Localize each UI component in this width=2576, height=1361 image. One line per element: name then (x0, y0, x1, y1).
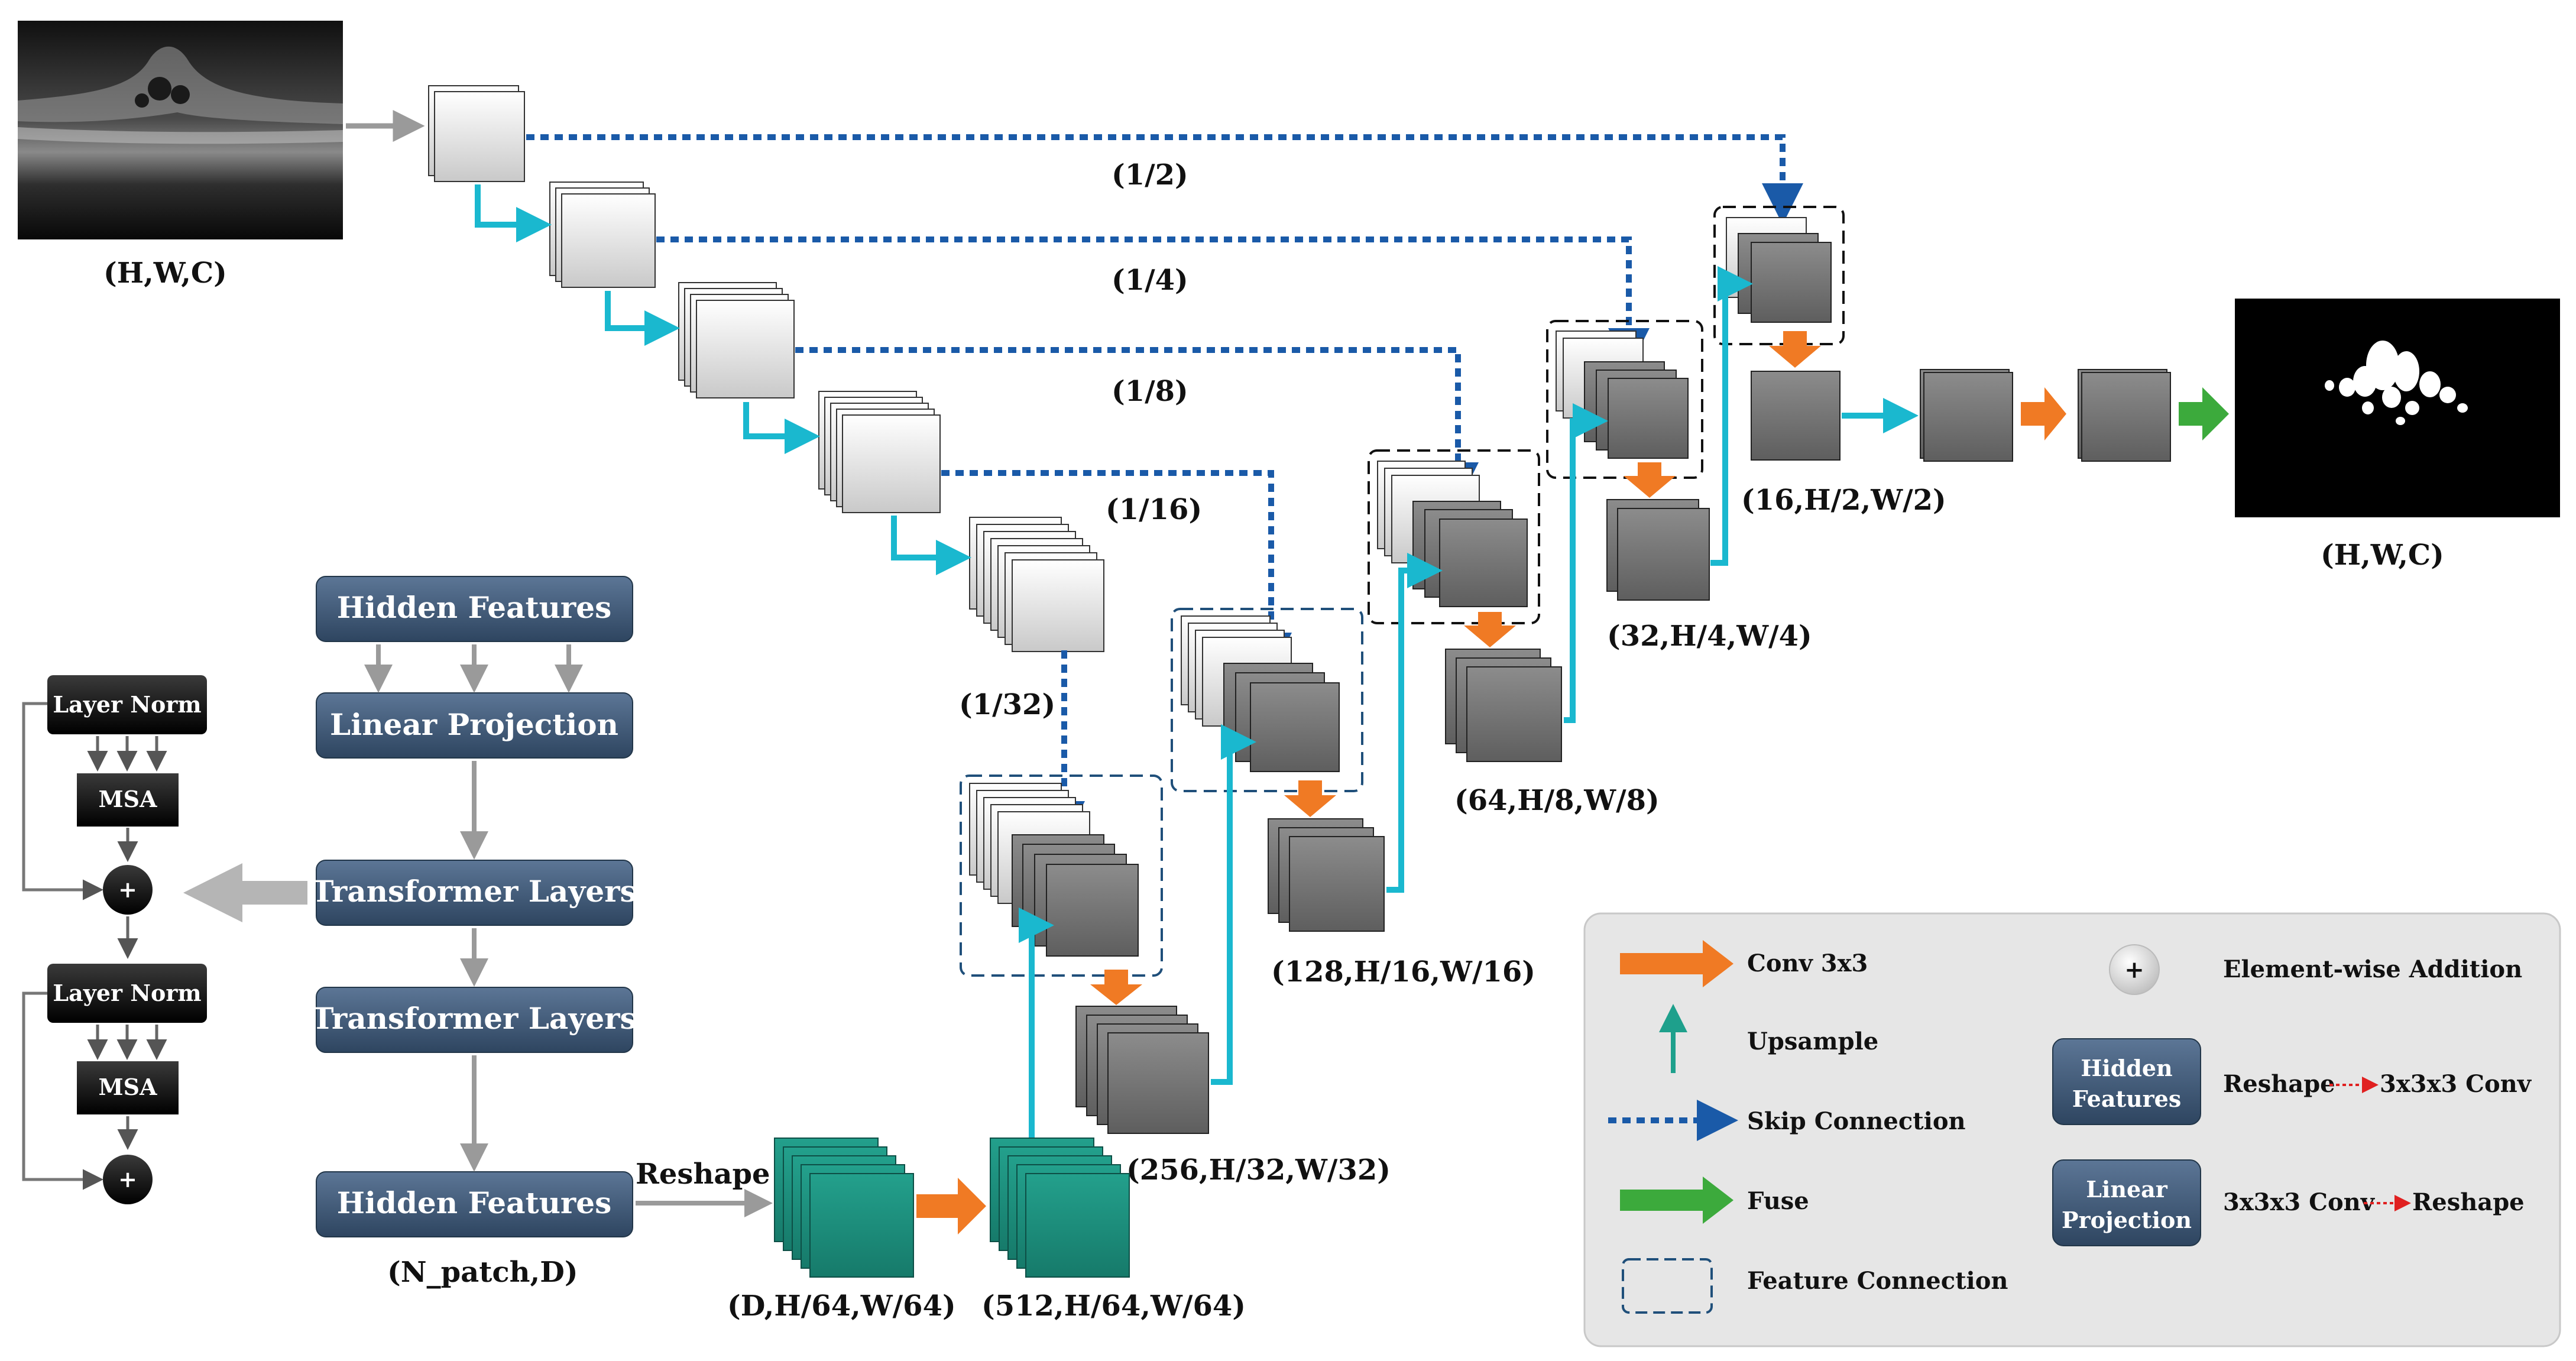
svg-text:Transformer Layers: Transformer Layers (312, 874, 636, 909)
input-oct-image (18, 21, 343, 239)
decoder-stack-64 (1445, 649, 1562, 762)
dec-64-label: (64,H/8,W/8) (1454, 784, 1660, 817)
conv-arrow-head (2021, 387, 2066, 440)
legend-feature-connection-label: Feature Connection (1747, 1267, 2008, 1295)
hidden-features-bottom-block: Hidden Features (316, 1171, 633, 1237)
svg-text:+: + (118, 876, 137, 903)
n-patch-label: (N_patch,D) (387, 1256, 578, 1289)
reshape-label: Reshape (636, 1158, 770, 1191)
skip-connection-1-4 (656, 236, 1650, 370)
svg-text:Linear: Linear (2086, 1176, 2168, 1203)
bottleneck-feature-512 (990, 1138, 1130, 1278)
conv-arrow-1-16 (1284, 780, 1336, 817)
output-segmentation-mask (2235, 299, 2560, 517)
legend-fuse-icon (1620, 1177, 1733, 1224)
upsample-arrow-32 (1710, 266, 1753, 566)
scale-label-1-2: (1/2) (1112, 158, 1188, 192)
fusion-group-1-2 (1713, 206, 1845, 345)
conv-arrow-1-32 (1090, 970, 1142, 1005)
fusion-group-1-32 (960, 775, 1163, 977)
legend-fuse-label: Fuse (1747, 1187, 1809, 1215)
head-stack-2 (2078, 369, 2171, 462)
dec-256-label: (256,H/32,W/32) (1126, 1153, 1391, 1187)
skip-connection-1-16 (941, 470, 1292, 674)
skip-connection-1-8 (795, 347, 1479, 504)
upsample-arrow-512 (1019, 908, 1054, 1152)
legend-feature-connection-icon (1622, 1258, 1713, 1314)
transformer-layers-block-1: Transformer Layers (312, 860, 637, 926)
decoder-stack-32 (1606, 499, 1710, 601)
input-size-label: (H,W,C) (103, 257, 227, 290)
encoder-stack-4 (818, 391, 941, 513)
upsample-arrow-64 (1564, 403, 1608, 723)
transformer-layers-block-2: Transformer Layers (312, 987, 637, 1053)
legend-linear-desc-right: Reshape (2412, 1188, 2525, 1216)
upsample-arrow-256 (1211, 724, 1256, 1085)
upsample-arrow-128 (1386, 553, 1443, 893)
conv-arrow-bottleneck (916, 1178, 986, 1234)
svg-text:Hidden Features: Hidden Features (337, 590, 611, 625)
conv-arrow-1-2 (1769, 331, 1821, 368)
svg-text:MSA: MSA (99, 1074, 158, 1100)
dec-128-label: (128,H/16,W/16) (1271, 955, 1535, 989)
bottleneck-feature-d (774, 1138, 914, 1278)
dec-16-label: (16,H/2,W/2) (1741, 484, 1946, 517)
legend-linear-projection-icon: Linear Projection (2052, 1159, 2201, 1246)
feat-d-label: (D,H/64,W/64) (727, 1289, 956, 1323)
legend-add-symbol: + (2124, 956, 2144, 984)
conv-arrow-1-4 (1624, 462, 1676, 498)
scale-label-1-8: (1/8) (1112, 375, 1188, 408)
down-arrow-4 (891, 516, 971, 575)
legend-panel: Conv 3x3 Upsample Skip Connection Fuse F… (1583, 912, 2561, 1347)
layer-detail-2: Layer Norm MSA + (22, 964, 207, 1204)
svg-text:MSA: MSA (99, 786, 158, 812)
fusion-group-1-8 (1368, 449, 1540, 624)
legend-conv-icon (1620, 940, 1733, 987)
dec-32-label: (32,H/4,W/4) (1607, 620, 1812, 653)
linear-projection-block: Linear Projection (316, 692, 633, 759)
legend-add-label: Element-wise Addition (2223, 955, 2522, 983)
hidden-features-top-block: Hidden Features (316, 576, 633, 642)
down-arrow-2 (605, 291, 680, 346)
head-stack-1 (1920, 369, 2013, 462)
scale-label-1-32: (1/32) (959, 688, 1055, 721)
legend-hidden-desc-right: 3x3x3 Conv (2380, 1070, 2532, 1098)
svg-text:Layer Norm: Layer Norm (53, 980, 201, 1006)
svg-text:Hidden: Hidden (2081, 1055, 2172, 1081)
encoder-stack-3 (678, 282, 795, 398)
legend-conv-label: Conv 3x3 (1747, 950, 1868, 977)
legend-upsample-label: Upsample (1747, 1028, 1878, 1055)
svg-text:+: + (118, 1166, 137, 1193)
encoder-stack-2 (549, 182, 656, 288)
decoder-stack-256 (1075, 1006, 1209, 1134)
fuse-arrow (2179, 387, 2229, 440)
scale-label-1-4: (1/4) (1112, 264, 1188, 297)
conv-arrow-1-8 (1464, 612, 1516, 647)
svg-text:Features: Features (2072, 1085, 2181, 1112)
svg-text:Hidden Features: Hidden Features (337, 1185, 611, 1220)
feat-512-label: (512,H/64,W/64) (981, 1289, 1246, 1323)
fusion-group-1-16 (1171, 608, 1363, 792)
encoder-stack-5 (969, 517, 1104, 652)
legend-linear-desc-left: 3x3x3 Conv (2223, 1188, 2376, 1216)
decoder-stack-16 (1751, 371, 1841, 461)
legend-add-icon (2109, 944, 2160, 995)
encoder-stack-1 (428, 85, 525, 182)
svg-text:Projection: Projection (2062, 1207, 2192, 1233)
down-arrow-3 (743, 402, 820, 454)
scale-label-1-16: (1/16) (1106, 493, 1202, 526)
output-size-label: (H,W,C) (2321, 539, 2444, 572)
detail-arrow (183, 863, 307, 922)
layer-detail-1: Layer Norm MSA + (22, 675, 207, 959)
legend-skip-label: Skip Connection (1747, 1107, 1966, 1135)
svg-text:Transformer Layers: Transformer Layers (312, 1001, 636, 1036)
decoder-stack-128 (1268, 818, 1385, 932)
legend-hidden-desc-left: Reshape (2223, 1070, 2335, 1098)
down-arrow-1 (475, 184, 552, 242)
svg-text:Linear Projection: Linear Projection (330, 707, 618, 742)
legend-hidden-features-icon: Hidden Features (2052, 1038, 2201, 1125)
svg-text:Layer Norm: Layer Norm (53, 691, 201, 718)
skip-connection-1-2 (526, 134, 1803, 225)
